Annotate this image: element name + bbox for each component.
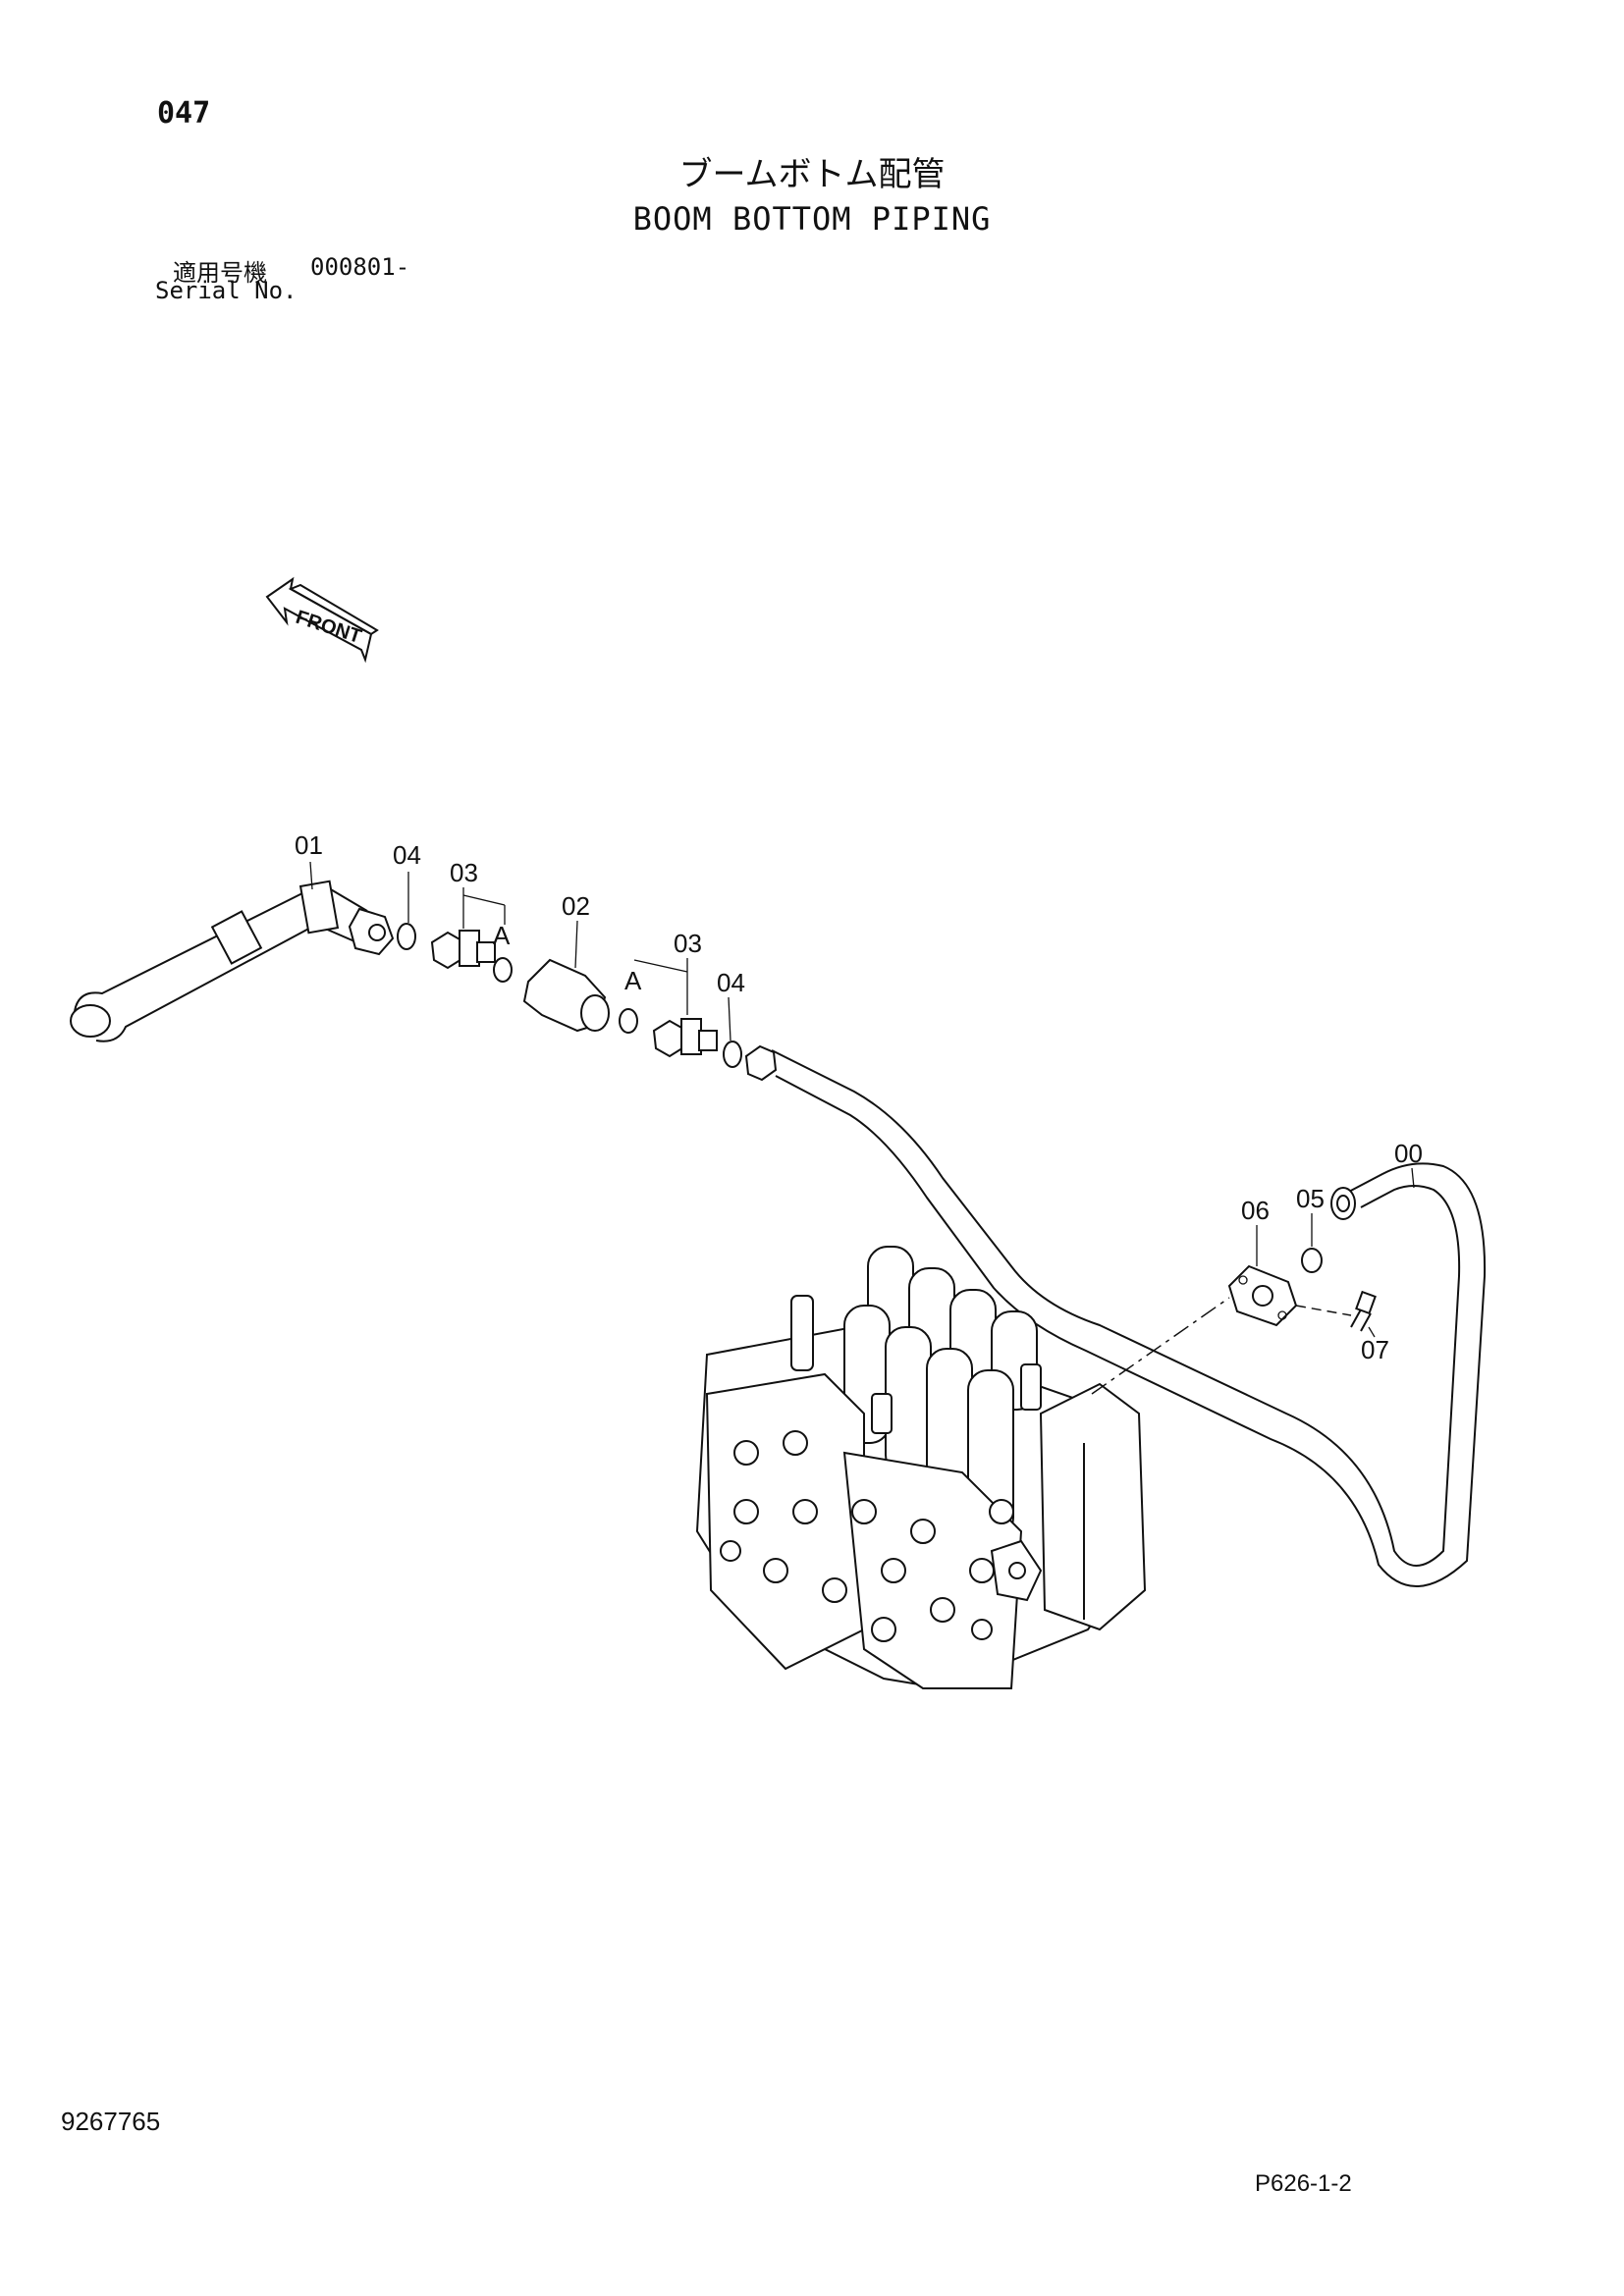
o-ring-04-right [723, 1041, 742, 1068]
callout-a-right: A [624, 966, 642, 995]
pipe-00 [744, 1044, 1487, 1587]
callout-07: 07 [1361, 1335, 1389, 1364]
center-line [1091, 1297, 1230, 1395]
callout-a-left: A [493, 921, 511, 950]
o-ring-a-left [493, 957, 513, 983]
callout-02: 02 [562, 891, 590, 921]
callout-01: 01 [295, 830, 323, 860]
front-arrow-icon: FRONT [265, 576, 379, 664]
callout-03-left: 03 [450, 858, 478, 887]
callout-05: 05 [1296, 1184, 1325, 1213]
callout-04-right: 04 [717, 968, 745, 997]
serial-label-english: Serial No. [155, 277, 298, 304]
serial-label-japanese: 適用号機 [173, 259, 267, 287]
adapter-02 [522, 958, 610, 1033]
bolt-07 [1350, 1290, 1377, 1332]
callout-03-right: 03 [674, 929, 702, 958]
o-ring-a-right [619, 1008, 638, 1034]
flange-06 [1227, 1264, 1298, 1327]
document-number: 9267765 [61, 2107, 161, 2136]
page-number: 047 [157, 96, 211, 131]
pipe-01 [70, 880, 395, 1042]
control-valve-body [695, 1246, 1147, 1690]
o-ring-05 [1301, 1248, 1323, 1273]
page-code: P626-1-2 [1255, 2170, 1352, 2197]
serial-value: 000801- [310, 253, 410, 281]
leader-lines [309, 861, 1415, 1338]
title-japanese: ブームボトム配管 [678, 155, 946, 194]
fitting-03-right [652, 1018, 718, 1058]
callout-04-left: 04 [393, 840, 421, 870]
callout-00: 00 [1394, 1139, 1423, 1168]
callout-06: 06 [1241, 1196, 1270, 1225]
fitting-03-left [430, 930, 496, 970]
bolt-guide-line [1295, 1305, 1352, 1316]
title-english: BOOM BOTTOM PIPING [632, 200, 992, 238]
o-ring-04-left [397, 923, 416, 950]
front-arrow-label: FRONT [293, 607, 363, 648]
